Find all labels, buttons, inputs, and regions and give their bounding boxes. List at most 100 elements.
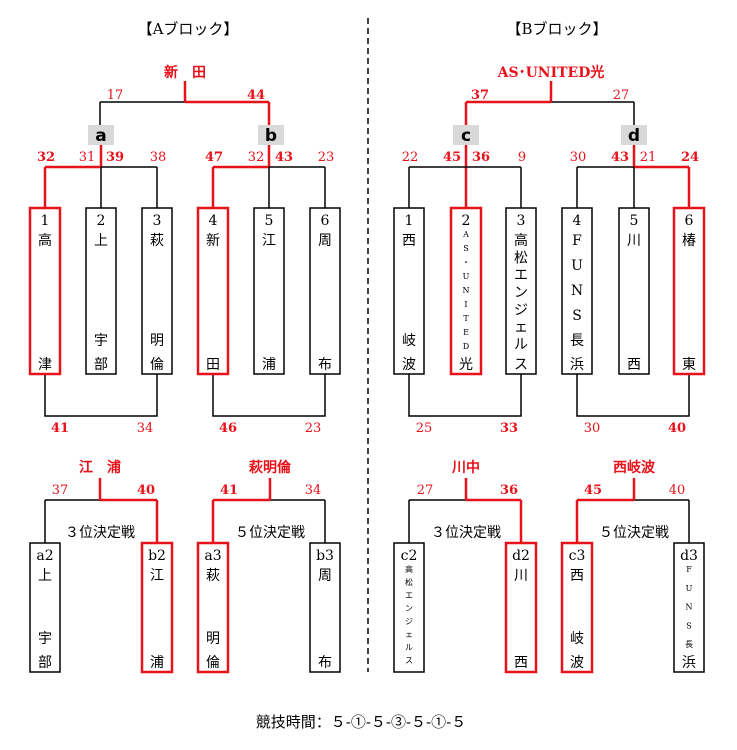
- a-team-6-name-char: 周: [318, 233, 332, 249]
- placement-2-right-team-box: [309, 542, 341, 673]
- placement-4-right-team-number: d3: [680, 548, 698, 564]
- a-team-4: 4新田: [196, 206, 230, 376]
- a-team-6-name-last: 布: [318, 357, 332, 373]
- b-team-3-box: [505, 207, 537, 375]
- placement-2-left-team-box: [196, 541, 230, 674]
- b-final-bracket: [464, 81, 635, 125]
- placement-4-score-right: 40: [669, 483, 686, 498]
- group-d-score-3: 21: [640, 150, 657, 165]
- placement-4-right-team-name-char: 長: [685, 640, 693, 649]
- a-team-1-box: [28, 206, 62, 376]
- b-team-3-name-char: 松: [514, 250, 528, 266]
- group-b-score-1: 47: [205, 150, 223, 165]
- placement-2-left-team-name-char: 萩: [206, 568, 220, 584]
- a-final-score-right: 44: [247, 88, 265, 103]
- b-team-4-name-char: S: [572, 308, 582, 324]
- b-team-3-name-char: ン: [514, 285, 528, 301]
- a-final-bracket: [99, 81, 271, 125]
- b-team-3-name-char: 高: [514, 232, 528, 249]
- group-b-bracket: [211, 145, 326, 417]
- group-d-bottom-score-left: 30: [584, 421, 601, 436]
- a-final-score-left: 17: [107, 88, 124, 103]
- placement-3-left-team-name-char: ェ: [405, 630, 413, 639]
- placement-4-right-team-name-char: F: [686, 565, 692, 574]
- a-team-3-name-char: 明: [150, 333, 164, 349]
- group-b-score-3: 43: [275, 150, 293, 165]
- b-team-2-number: 2: [462, 213, 471, 229]
- placement-1-label: ３位決定戦: [65, 525, 135, 541]
- group-a-score-4: 38: [150, 150, 167, 165]
- b-team-6-name-last: 東: [682, 357, 696, 373]
- a-team-6-number: 6: [321, 213, 330, 229]
- a-team-5-name-last: 浦: [262, 357, 276, 373]
- placement-2-left-team-name-last: 倫: [206, 655, 220, 671]
- b-block-title: 【Bブロック】: [506, 20, 607, 38]
- placement-4-right-team-box: [673, 542, 705, 673]
- b-team-1-name-char: 西: [402, 233, 416, 249]
- group-d-score-4: 24: [681, 150, 699, 165]
- b-team-3-name-last: ス: [514, 357, 528, 373]
- group-d-score-2: 43: [611, 150, 629, 165]
- a-block-winner: 新 田: [164, 64, 206, 81]
- b-team-1-name-last: 波: [402, 357, 416, 373]
- group-c-score-4: 9: [518, 150, 526, 165]
- b-team-6-name-char: 椿: [682, 233, 696, 249]
- match-time-note: 競技時間：５-①-５-③-５-①-５: [256, 713, 466, 731]
- placement-3-winner: 川中: [451, 459, 480, 476]
- b-team-4-number: 4: [573, 213, 582, 229]
- group-b-bottom-score-right: 23: [305, 421, 322, 436]
- group-c-score-1: 22: [402, 150, 419, 165]
- group-b-label: b: [265, 126, 277, 146]
- group-a-score-3: 39: [106, 150, 124, 165]
- b-team-2-name-char: U: [463, 272, 470, 281]
- placement-2-right-team-number: b3: [316, 548, 334, 564]
- placement-3-right-team-number: d2: [512, 548, 530, 564]
- placement-4-label: ５位決定戦: [599, 525, 669, 541]
- placement-3-score-left: 27: [417, 483, 434, 498]
- b-team-5-number: 5: [630, 213, 639, 229]
- group-c-score-3: 36: [472, 150, 490, 165]
- b-team-1-name-char: 岐: [402, 333, 416, 349]
- a-team-3-name-last: 倫: [150, 357, 164, 373]
- group-c-bottom-score-left: 25: [416, 421, 433, 436]
- group-d-label: d: [628, 126, 640, 146]
- placement-3-left-team-name-char: エ: [405, 591, 413, 600]
- placement-2-right-team-name-last: 布: [318, 655, 332, 671]
- placement-1-right-team-name-char: 江: [150, 568, 164, 584]
- placement-3-left-team-name-char: ス: [405, 656, 413, 665]
- a-team-2-box: [85, 207, 117, 375]
- b-team-4-name-last: 浜: [570, 357, 584, 373]
- a-team-6: 6 周布: [309, 207, 341, 375]
- placement-4-left-team-name-char: 岐: [570, 631, 584, 647]
- placement-2-right-team-name-char: 周: [318, 568, 332, 584]
- b-final-score-right: 27: [613, 88, 630, 103]
- group-a-bracket: [43, 145, 158, 417]
- b-team-2-name-char: T: [463, 314, 469, 323]
- placement-4-left-team-name-last: 波: [570, 655, 584, 671]
- placement-1-score-left: 37: [52, 483, 69, 498]
- placement-3-left-team-name-char: ル: [405, 643, 413, 652]
- b-team-2-name-char: N: [463, 286, 470, 295]
- group-b-score-4: 23: [318, 150, 335, 165]
- group-d-label-box: [621, 125, 647, 145]
- placement-4-left-team-box: [560, 541, 594, 674]
- placement-4-bracket: [575, 478, 690, 543]
- a-block-title: 【Aブロック】: [138, 20, 239, 38]
- b-team-1-box: [393, 207, 425, 375]
- group-a-bottom-score-left: 41: [51, 421, 69, 436]
- placement-1-right-team-name-last: 浦: [150, 655, 164, 671]
- placement-3-right-team-name-last: 西: [514, 655, 528, 671]
- placement-3-left-team-name-char: ン: [405, 604, 413, 613]
- placement-3-right-team-name-char: 川: [514, 568, 528, 584]
- placement-4-score-left: 45: [584, 483, 602, 498]
- placement-4-right-team-name-last: 浜: [682, 655, 696, 671]
- placement-1-left-team-name-char: 上: [38, 568, 52, 584]
- placement-1-winner: 江 浦: [79, 459, 121, 476]
- b-team-3-name-char: ル: [514, 337, 528, 353]
- b-team-3-number: 3: [517, 213, 526, 229]
